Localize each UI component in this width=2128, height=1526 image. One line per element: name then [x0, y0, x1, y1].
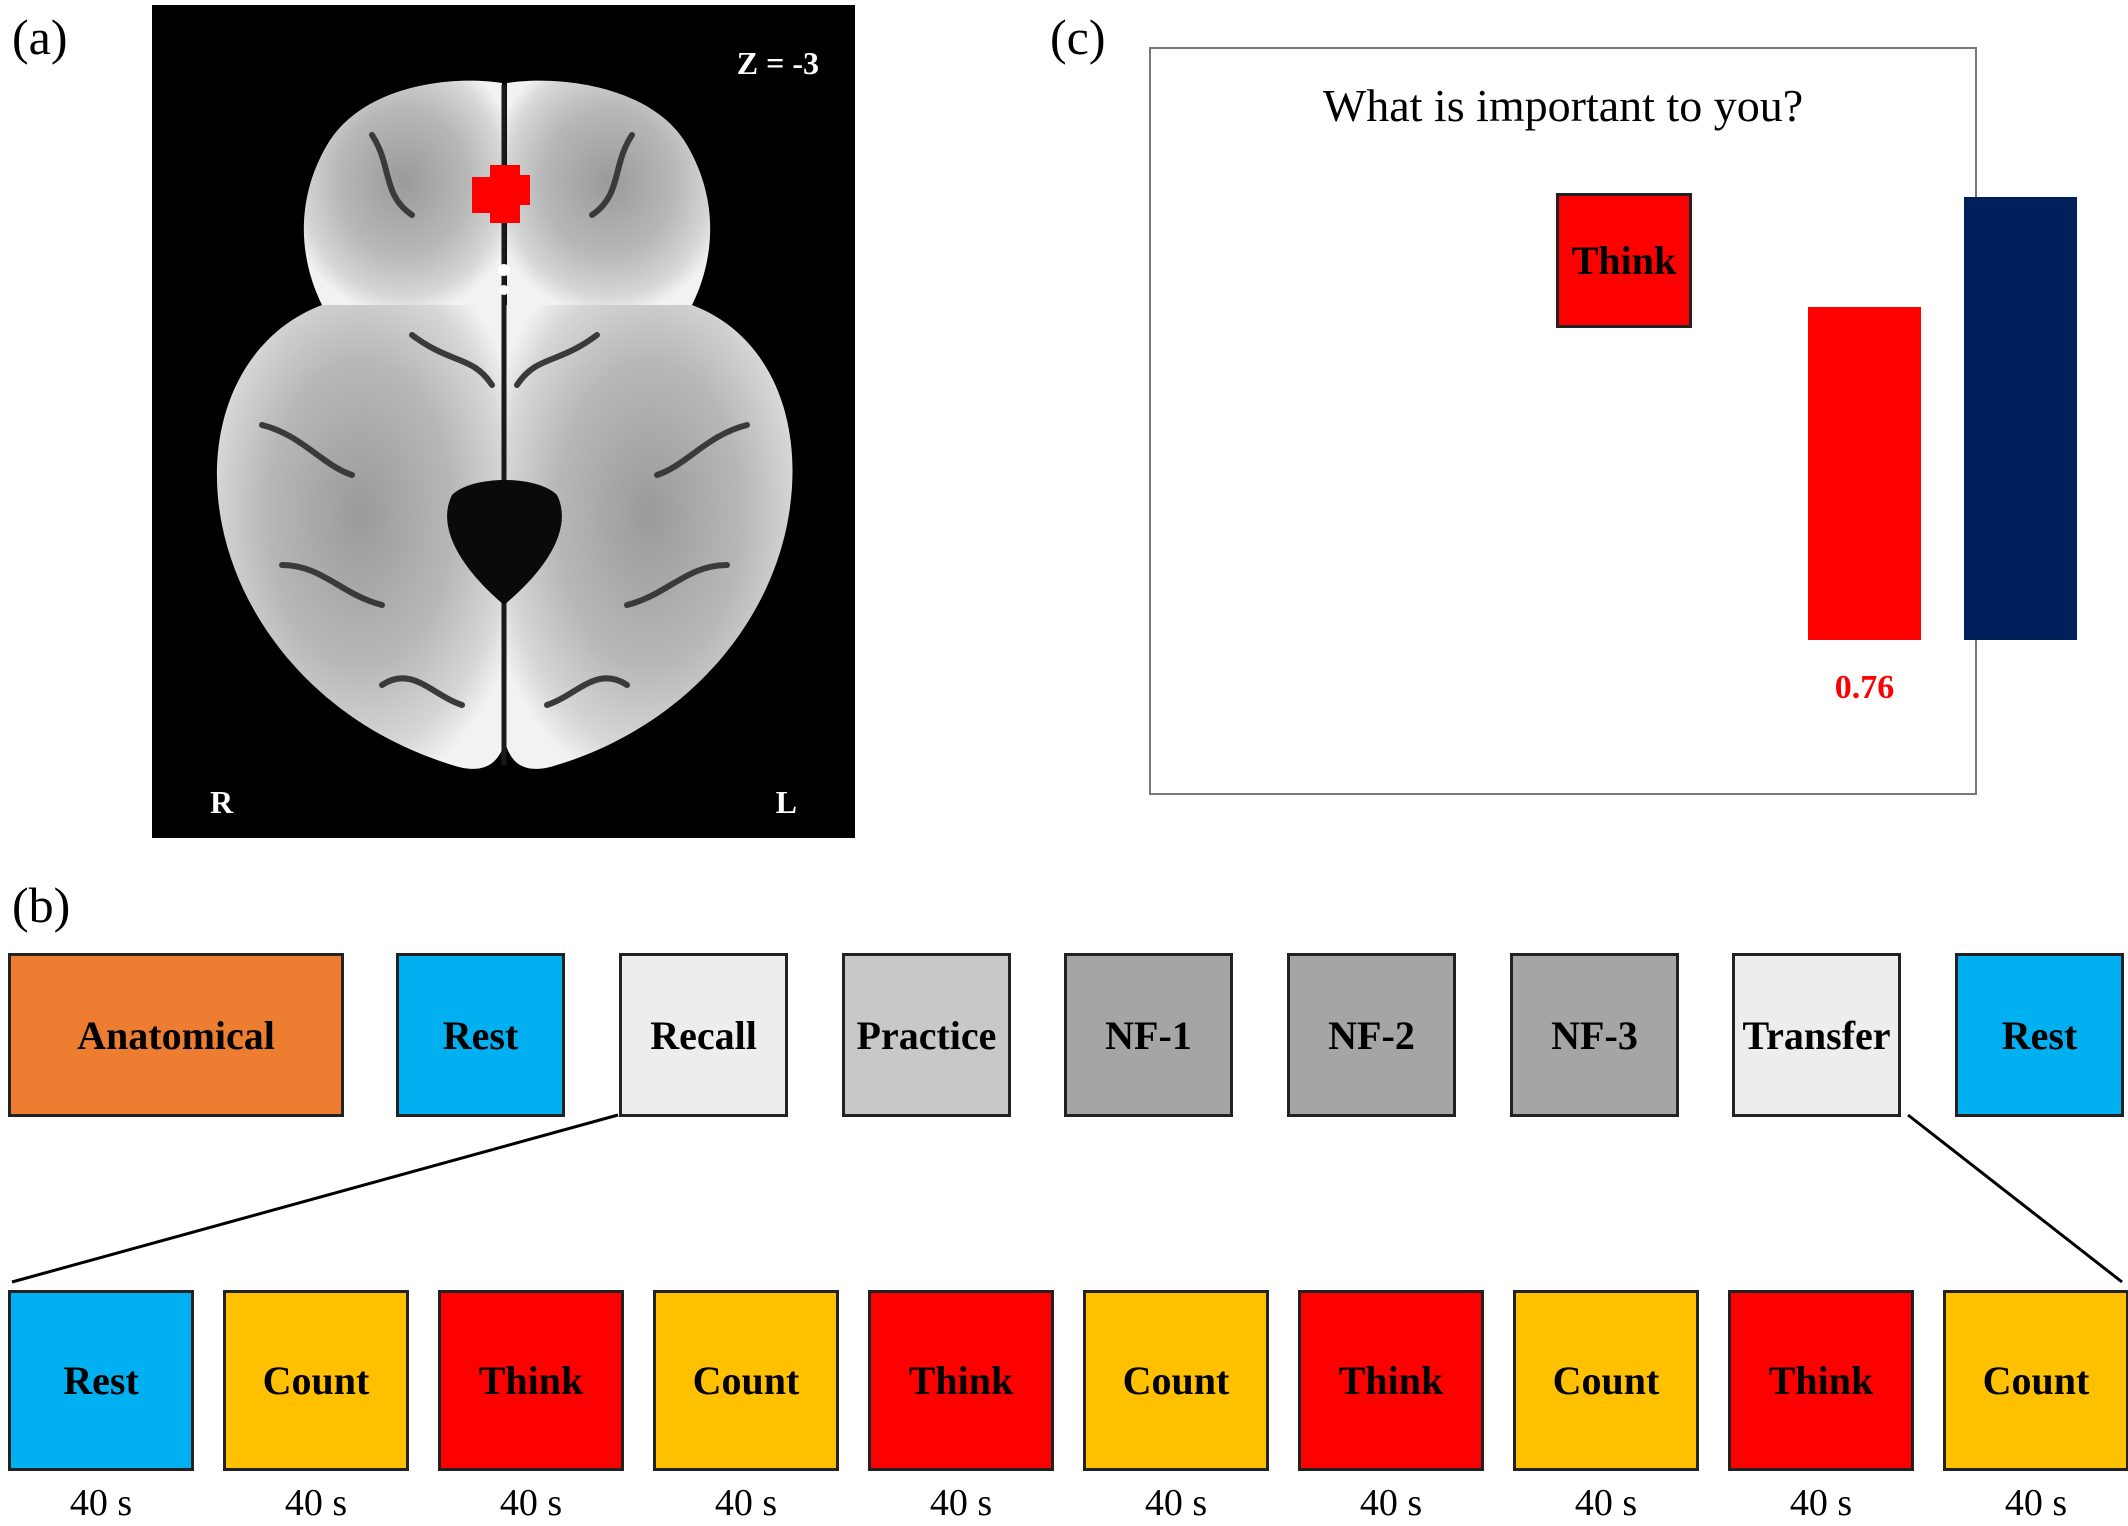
block-box-count: Count	[1513, 1290, 1699, 1471]
run-box-anatomical: Anatomical	[8, 953, 344, 1117]
block-box-think: Think	[438, 1290, 624, 1471]
run-box-recall: Recall	[619, 953, 788, 1117]
block-duration: 40 s	[714, 1482, 778, 1524]
bright-spot	[498, 264, 510, 276]
block-duration: 40 s	[1574, 1482, 1638, 1524]
brain-axial-slice-illustration	[216, 80, 793, 769]
bright-spot	[499, 285, 509, 295]
connector-line-right	[1907, 1113, 2123, 1284]
right-hemisphere-label: R	[210, 784, 234, 820]
block-box-count: Count	[1083, 1290, 1269, 1471]
block-duration: 40 s	[284, 1482, 348, 1524]
run-box-rest: Rest	[1955, 953, 2124, 1117]
slice-coordinate-label: Z = -3	[736, 45, 819, 81]
block-box-think: Think	[868, 1290, 1054, 1471]
panel-label-a: (a)	[12, 9, 68, 65]
feedback-display: What is important to you? Think 0.76	[1149, 47, 2077, 795]
connector-line-left	[11, 1113, 619, 1284]
block-box-think: Think	[1298, 1290, 1484, 1471]
run-box-nf-2: NF-2	[1287, 953, 1456, 1117]
panel-label-c: (c)	[1050, 9, 1106, 65]
left-hemisphere-label: L	[775, 784, 797, 820]
run-box-nf-3: NF-3	[1510, 953, 1679, 1117]
block-duration: 40 s	[929, 1482, 993, 1524]
run-box-rest: Rest	[396, 953, 565, 1117]
block-duration: 40 s	[1359, 1482, 1423, 1524]
think-cue-box: Think	[1556, 193, 1692, 328]
block-duration: 40 s	[1144, 1482, 1208, 1524]
run-box-nf-1: NF-1	[1064, 953, 1233, 1117]
roi-marker	[472, 165, 530, 223]
block-box-count: Count	[653, 1290, 839, 1471]
left-hemisphere-posterior	[506, 305, 793, 769]
target-activity-bar	[1964, 197, 2077, 640]
feedback-value: 0.76	[1834, 669, 1895, 706]
current-activity-bar	[1808, 307, 1921, 640]
right-hemisphere-posterior	[216, 305, 504, 769]
block-duration: 40 s	[1789, 1482, 1853, 1524]
mri-slice-image: Z = -3 R L	[152, 5, 855, 838]
run-box-transfer: Transfer	[1732, 953, 1901, 1117]
ventricle	[447, 480, 562, 605]
block-duration: 40 s	[69, 1482, 133, 1524]
block-box-think: Think	[1728, 1290, 1914, 1471]
run-box-practice: Practice	[842, 953, 1011, 1117]
block-duration: 40 s	[499, 1482, 563, 1524]
block-box-count: Count	[223, 1290, 409, 1471]
right-frontal-lobe	[303, 80, 502, 305]
block-box-rest: Rest	[8, 1290, 194, 1471]
feedback-question: What is important to you?	[1322, 80, 1804, 131]
block-duration: 40 s	[2004, 1482, 2068, 1524]
block-box-count: Count	[1943, 1290, 2128, 1471]
panel-label-b: (b)	[12, 877, 71, 933]
sulci-pattern	[259, 132, 750, 708]
